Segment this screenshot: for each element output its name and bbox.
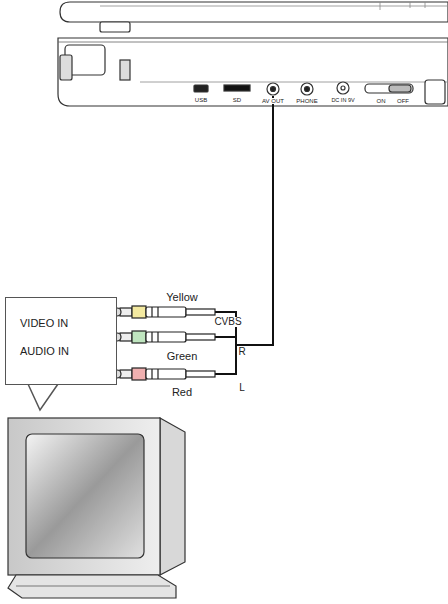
callout-box: VIDEO IN AUDIO IN [5, 297, 117, 385]
switch-label: ON [376, 98, 387, 104]
rca-plug [120, 333, 132, 341]
rca-plug [146, 307, 186, 317]
wire-color: Red [171, 387, 193, 398]
switch-label: OFF [396, 98, 410, 104]
rca-plug [120, 370, 132, 378]
port-label: USB [194, 97, 208, 103]
port-label: VIDEO IN [20, 318, 68, 329]
port-label: SD [232, 97, 242, 103]
rca-plug [120, 308, 132, 316]
rca-plug [146, 369, 186, 379]
crt-tv [8, 418, 185, 598]
port-label: PHONE [295, 98, 318, 104]
rca-plug [132, 368, 146, 380]
callout-pointer [28, 384, 58, 410]
rca-plug [146, 332, 186, 342]
av-cable [215, 96, 273, 374]
rca-plug [186, 371, 215, 377]
rca-plug [186, 334, 215, 340]
port-label: DC IN 9V [330, 98, 355, 104]
dvd-player [58, 2, 448, 106]
rca-plug [132, 306, 146, 318]
signal-name: L [238, 383, 246, 393]
rca-plugs [113, 306, 215, 380]
rca-plug [152, 369, 158, 379]
rca-plug [132, 331, 146, 343]
signal-name: CVBS [213, 317, 242, 327]
signal-name: R [237, 347, 246, 357]
wire-color: Green [166, 351, 199, 362]
rca-plug [152, 307, 158, 317]
port-label: AUDIO IN [20, 346, 69, 357]
rca-plug [186, 309, 215, 315]
port-label: AV OUT [261, 98, 285, 104]
wire-color: Yellow [165, 292, 198, 303]
rca-plug [152, 332, 158, 342]
